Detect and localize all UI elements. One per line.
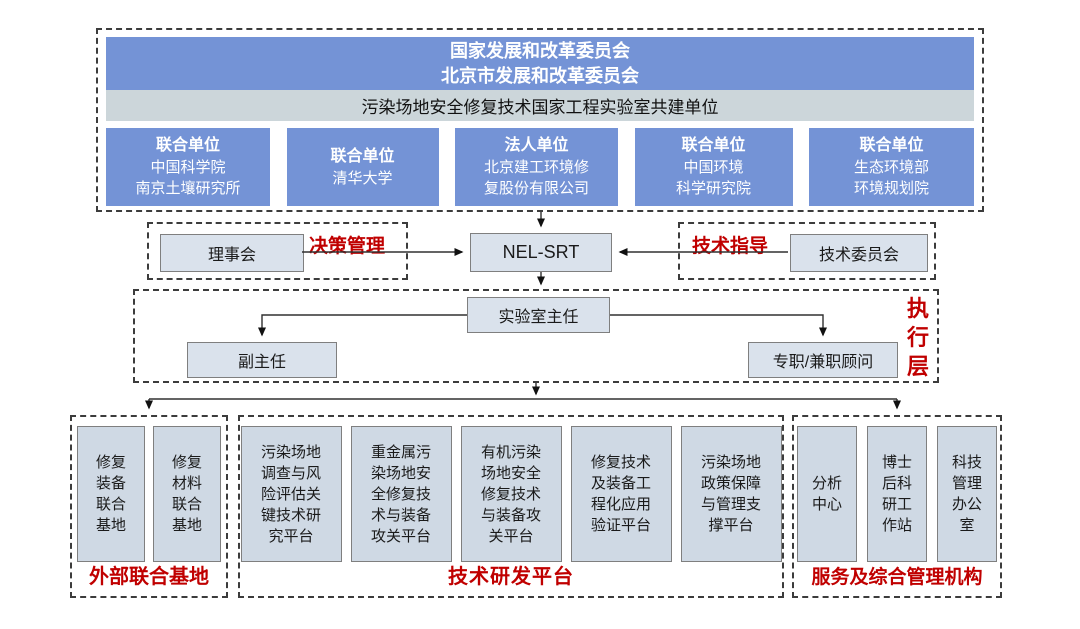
unit-name: 生态环境部 环境规划院 [853, 159, 929, 197]
heavy-metal-platform-box: 重金属污 染场地安 全修复技 术与装备 攻关平台 [350, 426, 452, 562]
lab-cobuilders-subtitle: 污染场地安全修复技术国家工程实验室共建单位 [106, 90, 974, 121]
unit-name: 北京建工环境修 复股份有限公司 [483, 159, 589, 197]
engineering-validation-platform-box: 修复技术 及装备工 程化应用 验证平台 [570, 426, 672, 562]
remediation-equipment-base-box: 修复 装备 联合 基地 [77, 426, 145, 562]
advisors-box: 专职/兼职顾问 [748, 342, 898, 378]
deputy-director-box: 副主任 [187, 342, 337, 378]
unit-box-mee-planning: 联合单位 生态环境部 环境规划院 [809, 128, 974, 206]
services-row: 分析 中心 博士 后科 研工 作站 科技 管理 办公 室 [794, 426, 1000, 562]
executive-layer-label: 执 行 层 [906, 296, 929, 379]
policy-support-platform-box: 污染场地 政策保障 与管理支 撑平台 [680, 426, 782, 562]
service-management-group: 分析 中心 博士 后科 研工 作站 科技 管理 办公 室 服务及综合管理机构 [792, 415, 1002, 598]
unit-box-bceer-legal-entity: 法人单位 北京建工环境修 复股份有限公司 [455, 128, 618, 206]
external-joint-bases-label: 外部联合基地 [89, 566, 209, 588]
service-management-label: 服务及综合管理机构 [811, 567, 983, 588]
unit-role: 联合单位 [681, 137, 746, 154]
unit-box-craes: 联合单位 中国环境 科学研究院 [634, 128, 793, 206]
unit-role: 联合单位 [155, 137, 220, 154]
unit-box-tsinghua: 联合单位 清华大学 [286, 128, 439, 206]
unit-boxes-row: 联合单位 中国科学院 南京土壤研究所 联合单位 清华大学 法人单位 北京建工环境… [106, 128, 974, 206]
technical-guidance-label: 技术指导 [692, 236, 769, 257]
tech-rd-platforms-group: 污染场地 调查与风 险评估关 键技术研 究平台 重金属污 染场地安 全修复技 术… [238, 415, 784, 598]
platforms-row: 污染场地 调查与风 险评估关 键技术研 究平台 重金属污 染场地安 全修复技 术… [240, 426, 782, 562]
unit-role: 联合单位 [330, 147, 395, 165]
govt-commissions-header: 国家发展和改革委员会 北京市发展和改革委员会 [106, 37, 974, 90]
co-building-units-group: 国家发展和改革委员会 北京市发展和改革委员会 污染场地安全修复技术国家工程实验室… [96, 28, 984, 212]
tech-management-office-box: 科技 管理 办公 室 [937, 426, 997, 562]
unit-name: 清华大学 [332, 169, 393, 187]
decision-management-label: 决策管理 [309, 236, 386, 257]
council-box: 理事会 [160, 234, 304, 272]
remediation-materials-base-box: 修复 材料 联合 基地 [153, 426, 221, 562]
unit-name: 中国环境 科学研究院 [675, 159, 751, 197]
analysis-center-box: 分析 中心 [797, 426, 857, 562]
technical-guidance-group: 技术指导 技术委员会 [678, 222, 936, 280]
organic-pollution-platform-box: 有机污染 场地安全 修复技术 与装备攻 关平台 [460, 426, 562, 562]
tech-rd-platforms-label: 技术研发平台 [448, 566, 574, 588]
unit-box-cas-nanjing: 联合单位 中国科学院 南京土壤研究所 [106, 128, 270, 206]
external-joint-bases-group: 修复 装备 联合 基地 修复 材料 联合 基地 外部联合基地 [70, 415, 228, 598]
site-survey-risk-platform-box: 污染场地 调查与风 险评估关 键技术研 究平台 [240, 426, 342, 562]
unit-role: 联合单位 [859, 137, 924, 154]
decision-management-group: 理事会 决策管理 [147, 222, 408, 280]
unit-name: 中国科学院 南京土壤研究所 [135, 159, 241, 197]
unit-role: 法人单位 [504, 137, 569, 154]
technical-committee-box: 技术委员会 [790, 234, 928, 272]
nel-srt-box: NEL-SRT [470, 233, 612, 272]
external-bases-row: 修复 装备 联合 基地 修复 材料 联合 基地 [72, 426, 226, 562]
postdoc-station-box: 博士 后科 研工 作站 [867, 426, 927, 562]
lab-director-box: 实验室主任 [467, 297, 610, 333]
